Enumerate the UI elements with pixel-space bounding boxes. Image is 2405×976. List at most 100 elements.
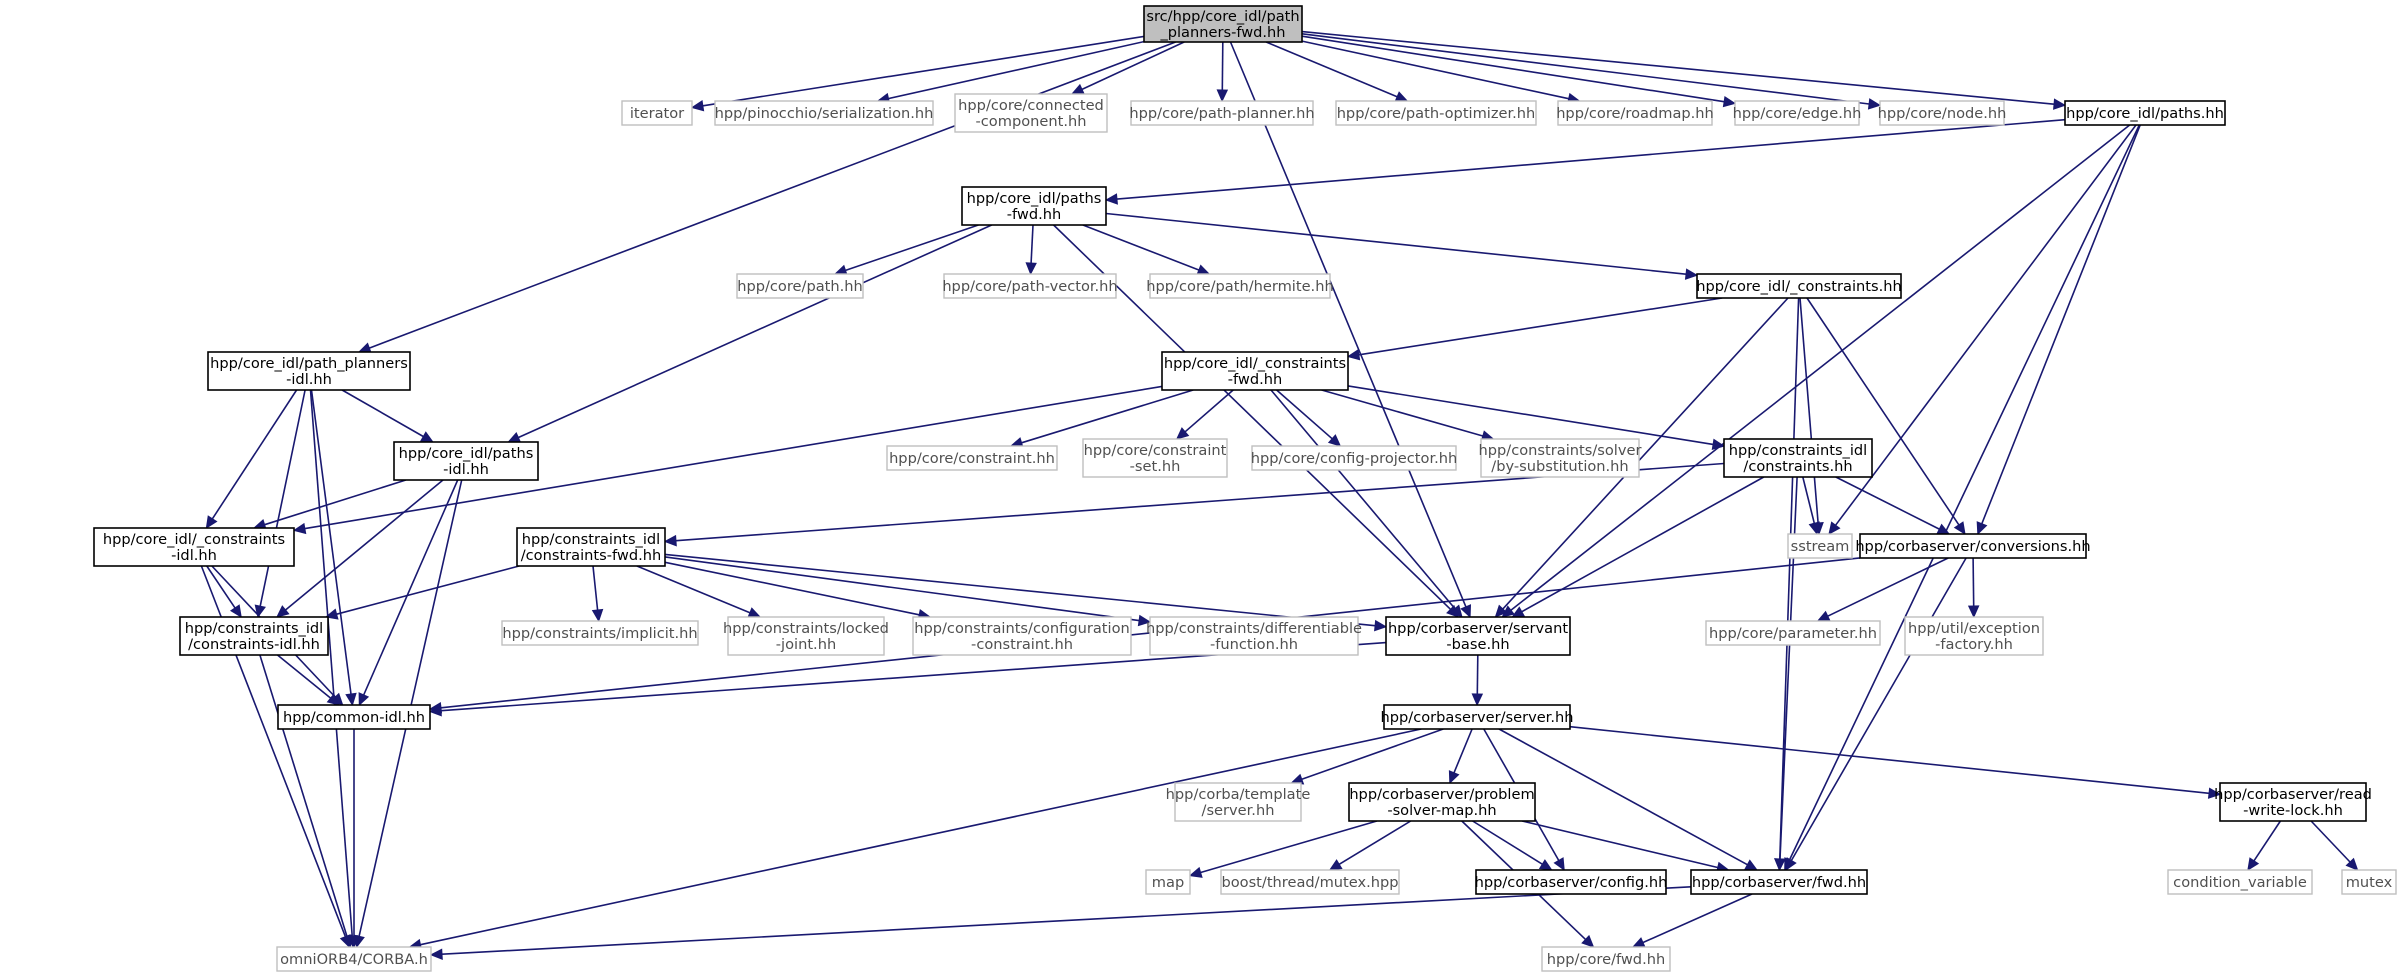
node-roadmap-label-line-0: hpp/core/roadmap.hh <box>1556 105 1714 122</box>
node-conversions[interactable]: hpp/corbaserver/conversions.hh <box>1855 533 2091 559</box>
node-implicit-box <box>501 620 699 646</box>
node-coreconstridl-label-line-1: -idl.hh <box>171 547 217 564</box>
node-readwrite[interactable]: hpp/corbaserver/read-write-lock.hh <box>2214 782 2372 822</box>
edge-server-to-template <box>1301 728 1444 781</box>
edge-root-to-servantbase <box>1229 41 1467 608</box>
node-coreconstridl[interactable]: hpp/core_idl/_constraints-idl.hh <box>93 527 295 567</box>
arrowhead-cidlfwd-to-locked <box>747 607 762 618</box>
node-server[interactable]: hpp/corbaserver/server.hh <box>1381 704 1574 730</box>
node-serialization-box <box>714 100 934 126</box>
node-pathsidlhh-label-line-0: hpp/core_idl/paths <box>399 445 534 462</box>
node-constraintshh[interactable]: hpp/core_idl/_constraints.hh <box>1696 273 1902 299</box>
node-implicit: hpp/constraints/implicit.hh <box>501 620 699 646</box>
node-pathvector-box <box>943 273 1117 299</box>
node-cidlidl[interactable]: hpp/constraints_idl/constraints-idl.hh <box>179 616 329 656</box>
node-constraintshh-box <box>1696 273 1902 299</box>
node-configproj: hpp/core/config-projector.hh <box>1251 445 1457 471</box>
arrowhead-pathsidl-to-pathsfwd <box>1104 193 1118 205</box>
arrowhead-root-to-pathsidl <box>2053 98 2067 110</box>
node-root[interactable]: src/hpp/core_idl/path_planners-fwd.hh <box>1143 5 1303 43</box>
node-commonidl[interactable]: hpp/common-idl.hh <box>277 704 431 730</box>
edge-conversions-to-exception <box>1972 557 1975 607</box>
edge-root-to-pathoptimizer <box>1265 41 1398 98</box>
node-coreconstraint-label-line-0: hpp/core/constraint.hh <box>889 450 1055 467</box>
node-sstream-label-line-0: sstream <box>1791 538 1850 555</box>
node-configuration-label-line-0: hpp/constraints/configuration <box>914 620 1130 637</box>
node-cidlfwd[interactable]: hpp/constraints_idl/constraints-fwd.hh <box>516 527 666 567</box>
node-ppidl[interactable]: hpp/core_idl/path_planners-idl.hh <box>207 351 411 391</box>
node-cidlconstraints[interactable]: hpp/constraints_idl/constraints.hh <box>1723 438 1873 478</box>
arrowhead-pathsfwd-to-constraintshh <box>1684 268 1699 280</box>
arrowhead-pathsfwd-to-pathsidlhh <box>507 431 522 443</box>
arrowhead-coreconstridl-to-cidlidl <box>229 604 242 618</box>
edge-conversions-to-fwd <box>1790 557 1967 861</box>
edge-cidlfwd-to-cidlidl <box>336 565 520 615</box>
node-node-box <box>1879 100 2005 126</box>
arrowhead-constraintshh-to-constrfwd <box>1346 348 1361 361</box>
arrowhead-readwrite-to-condvar <box>2247 857 2260 872</box>
node-differentiable: hpp/constraints/differentiable-function.… <box>1146 616 1362 656</box>
node-fwd[interactable]: hpp/corbaserver/fwd.hh <box>1690 869 1868 895</box>
arrowhead-server-to-fwd <box>1744 859 1759 871</box>
edge-server-to-readwrite <box>1569 725 2210 795</box>
node-iterator-box <box>621 100 693 126</box>
arrowhead-problemsolver-to-mutexhpp <box>1328 859 1343 871</box>
node-node: hpp/core/node.hh <box>1878 100 2006 126</box>
node-iterator: iterator <box>621 100 693 126</box>
node-pathoptimizer: hpp/core/path-optimizer.hh <box>1335 100 1537 126</box>
arrowhead-root-to-edge <box>1722 95 1737 108</box>
arrowhead-conversions-to-parameter <box>1816 610 1831 622</box>
node-constrfwd[interactable]: hpp/core_idl/_constraints-fwd.hh <box>1161 351 1349 391</box>
edge-constrfwd-to-cidlconstraints <box>1347 385 1714 446</box>
node-corba-box <box>276 946 432 972</box>
node-root-box <box>1143 5 1303 43</box>
node-iterator-label-line-0: iterator <box>630 105 684 122</box>
node-readwrite-label-line-1: -write-lock.hh <box>2243 802 2343 819</box>
node-cidlidl-label-line-0: hpp/constraints_idl <box>185 620 323 637</box>
node-root-label-line-0: src/hpp/core_idl/path <box>1146 8 1299 25</box>
edge-conversions-to-parameter <box>1827 557 1949 617</box>
node-coreconstraint: hpp/core/constraint.hh <box>886 445 1058 471</box>
edge-cidlfwd-to-servantbase <box>664 553 1376 627</box>
edge-constrfwd-to-configproj <box>1276 389 1333 440</box>
arrowhead-conversions-to-fwd <box>1785 857 1797 872</box>
node-problemsolver[interactable]: hpp/corbaserver/problem-solver-map.hh <box>1348 782 1536 822</box>
arrowhead-server-to-readwrite <box>2207 787 2222 799</box>
node-pathsidl[interactable]: hpp/core_idl/paths.hh <box>2064 100 2226 126</box>
node-pathoptimizer-box <box>1335 100 1537 126</box>
edge-readwrite-to-mutex <box>2310 820 2351 863</box>
nodes-layer: src/hpp/core_idl/path_planners-fwd.hhite… <box>93 5 2397 972</box>
node-config-label-line-0: hpp/corbaserver/config.hh <box>1475 874 1668 891</box>
node-conversions-label-line-0: hpp/corbaserver/conversions.hh <box>1855 538 2090 555</box>
node-pathvector-label-line-0: hpp/core/path-vector.hh <box>942 278 1117 295</box>
edge-cidlidl-to-commonidl <box>276 654 332 699</box>
edge-cidlfwd-to-configuration <box>664 561 920 616</box>
node-configuration-label-line-1: -constraint.hh <box>971 636 1073 653</box>
arrowhead-servantbase-to-server <box>1471 693 1484 707</box>
edges-layer <box>200 30 2359 960</box>
node-config[interactable]: hpp/corbaserver/config.hh <box>1475 869 1668 895</box>
node-template-label-line-0: hpp/corba/template <box>1166 786 1311 803</box>
node-differentiable-label-line-1: -function.hh <box>1210 636 1298 653</box>
arrowhead-cidlidl-to-commonidl <box>326 693 341 706</box>
node-parameter-label-line-0: hpp/core/parameter.hh <box>1709 625 1877 642</box>
node-pathsfwd-box <box>961 186 1107 226</box>
node-problemsolver-label-line-0: hpp/corbaserver/problem <box>1349 786 1534 803</box>
node-corba-label-line-0: omniORB4/CORBA.h <box>280 951 428 968</box>
node-roadmap: hpp/core/roadmap.hh <box>1556 100 1714 126</box>
edge-root-to-roadmap <box>1301 40 1569 100</box>
node-sstream: sstream <box>1787 533 1853 559</box>
arrowhead-root-to-connected <box>1070 83 1085 95</box>
node-pathsfwd[interactable]: hpp/core_idl/paths-fwd.hh <box>961 186 1107 226</box>
node-corefwd: hpp/core/fwd.hh <box>1541 946 1671 972</box>
node-pathsidlhh[interactable]: hpp/core_idl/paths-idl.hh <box>393 441 539 481</box>
edge-root-to-pathplanner <box>1221 41 1224 91</box>
edge-pathsidl-to-sstream <box>1834 124 2137 526</box>
node-servantbase[interactable]: hpp/corbaserver/servant-base.hh <box>1385 616 1571 656</box>
arrowhead-root-to-node <box>1867 98 1882 110</box>
node-roadmap-box <box>1557 100 1713 126</box>
arrowhead-servantbase-to-commonidl <box>428 704 442 717</box>
arrowhead-root-to-pathoptimizer <box>1394 91 1409 102</box>
node-constraintset-label-line-1: -set.hh <box>1130 458 1181 475</box>
